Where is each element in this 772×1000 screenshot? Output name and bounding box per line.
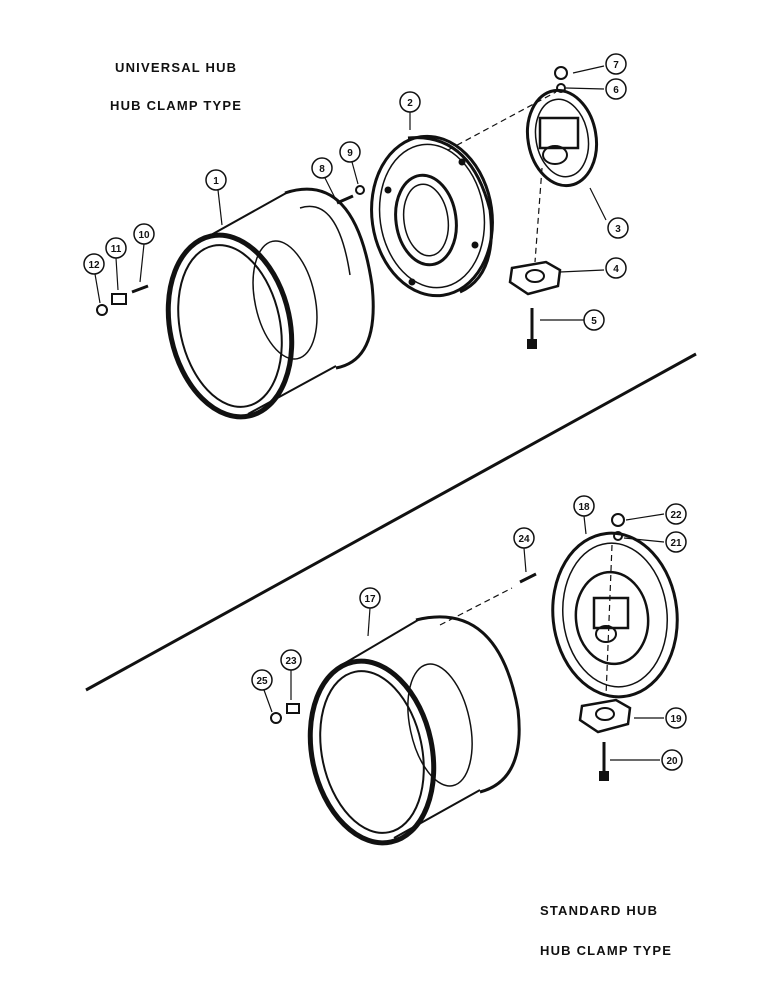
nut-12 [96, 304, 108, 316]
svg-text:9: 9 [347, 148, 353, 159]
svg-text:18: 18 [578, 502, 590, 513]
svg-text:1: 1 [213, 176, 219, 187]
svg-text:21: 21 [670, 538, 682, 549]
svg-text:25: 25 [256, 676, 268, 687]
callout-25: 25 [251, 669, 273, 691]
universal-hub-title: UNIVERSAL HUB [115, 60, 238, 75]
hub-3 [525, 88, 599, 188]
callout-22: 22 [665, 503, 687, 525]
stud-10 [131, 284, 149, 294]
svg-text:24: 24 [518, 534, 530, 545]
washer-9 [355, 185, 365, 195]
svg-text:12: 12 [88, 260, 100, 271]
svg-text:17: 17 [364, 594, 376, 605]
svg-text:11: 11 [111, 244, 122, 255]
callout-1: 1 [205, 169, 227, 191]
rim-17 [307, 615, 521, 846]
svg-text:23: 23 [285, 656, 297, 667]
bolt-20 [599, 742, 609, 781]
svg-text:2: 2 [407, 98, 413, 109]
clamp-4 [508, 260, 562, 296]
disc-plate-2 [370, 134, 494, 298]
callout-7: 7 [605, 53, 627, 75]
callout-6: 6 [605, 78, 627, 100]
svg-text:19: 19 [670, 714, 682, 725]
washer-6 [556, 83, 566, 93]
svg-text:10: 10 [138, 230, 150, 241]
callout-4: 4 [605, 257, 627, 279]
callout-10: 10 [133, 223, 155, 245]
svg-text:5: 5 [591, 316, 597, 327]
callout-12: 12 [83, 253, 105, 275]
svg-text:6: 6 [613, 85, 619, 96]
nut-7 [554, 66, 568, 80]
standard-hub-title: STANDARD HUB [540, 903, 659, 918]
nut-25 [270, 712, 282, 724]
clamp-11 [111, 293, 127, 305]
callout-17: 17 [359, 587, 381, 609]
callout-3: 3 [607, 217, 629, 239]
callout-9: 9 [339, 141, 361, 163]
disc-18 [551, 531, 679, 699]
rim-1 [165, 187, 375, 420]
callout-8: 8 [311, 157, 333, 179]
bolt-8 [336, 194, 354, 205]
washer-21 [613, 531, 623, 541]
clamp-19 [578, 698, 632, 734]
nut-22 [611, 513, 625, 527]
callout-23: 23 [280, 649, 302, 671]
svg-text:20: 20 [666, 756, 678, 767]
callout-21: 21 [665, 531, 687, 553]
svg-text:4: 4 [613, 264, 619, 275]
callout-19: 19 [665, 707, 687, 729]
clamp-23 [286, 703, 300, 714]
bolt-5 [527, 308, 537, 349]
svg-text:7: 7 [613, 60, 619, 71]
callout-2: 2 [399, 91, 421, 113]
callout-5: 5 [583, 309, 605, 331]
callout-20: 20 [661, 749, 683, 771]
svg-text:22: 22 [670, 510, 682, 521]
svg-text:8: 8 [319, 164, 325, 175]
callout-24: 24 [513, 527, 535, 549]
svg-text:3: 3 [615, 224, 621, 235]
section-divider-line [85, 352, 697, 692]
callout-18: 18 [573, 495, 595, 517]
callout-11: 11 [105, 237, 127, 259]
stud-24 [519, 572, 537, 584]
universal-hub-subtitle: HUB CLAMP TYPE [110, 98, 243, 113]
standard-hub-subtitle: HUB CLAMP TYPE [540, 943, 673, 958]
